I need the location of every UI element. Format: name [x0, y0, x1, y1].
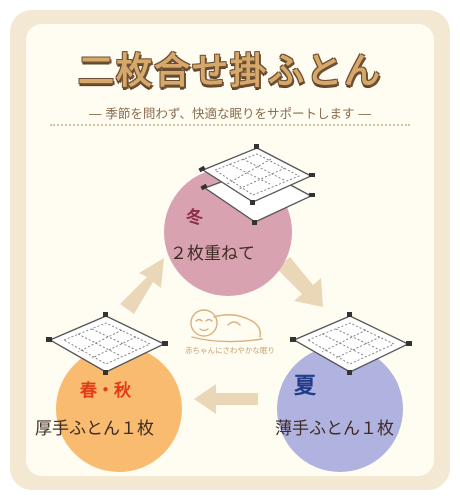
season-desc-spring-autumn: 厚手ふとん１枚 [35, 419, 154, 439]
cycle-arrow-icon [194, 384, 258, 414]
cycle-arrow-icon [276, 257, 323, 307]
season-label-winter: 冬 [186, 208, 203, 228]
center-caption: 赤ちゃんにさわやかな眠り [185, 346, 275, 355]
futon-single-icon [46, 312, 168, 375]
dotted-divider [50, 124, 410, 126]
season-desc-winter: ２枚重ねて [170, 244, 255, 264]
futon-single-icon [290, 312, 412, 375]
page-subtitle: ― 季節を問わず、快適な眠りをサポートします ― [88, 106, 372, 121]
season-desc-summer: 薄手ふとん１枚 [275, 419, 394, 439]
season-label-spring-autumn: 春・秋 [80, 381, 131, 401]
spring-autumn-circle [56, 346, 182, 472]
page-title: 二枚合せ掛ふとん [77, 51, 382, 92]
baby-sleeping-icon [190, 309, 263, 343]
season-label-summer: 夏 [294, 374, 317, 399]
cycle-arrow-icon [120, 258, 164, 314]
futon-double-icon [198, 144, 315, 225]
